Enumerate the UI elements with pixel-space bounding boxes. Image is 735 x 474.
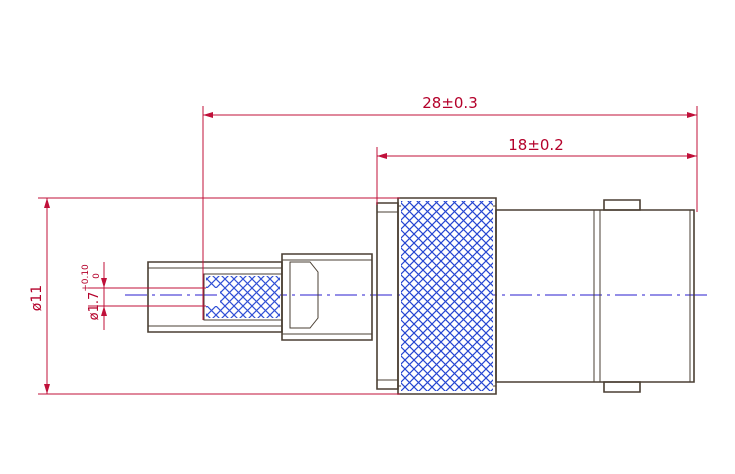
knurl-hatch [401, 201, 493, 391]
pin-tolerance-lower: 0 [92, 273, 102, 279]
pin-tolerance-upper: +0.10 [81, 264, 91, 292]
pin-diameter-dimension: ø1.7 +0.10 0 [81, 262, 206, 330]
overall-length-label: 28±0.3 [422, 94, 478, 112]
outer-diameter-label: ø11 [29, 285, 45, 311]
pin-diameter-label: ø1.7 [87, 292, 102, 321]
body-length-label: 18±0.2 [508, 136, 564, 154]
body-length-dimension: 18±0.2 [376, 136, 698, 205]
crimp-hatch [206, 276, 280, 318]
outer-diameter-dimension: ø11 [29, 197, 400, 395]
overall-length-dimension: 28±0.3 [202, 94, 698, 320]
